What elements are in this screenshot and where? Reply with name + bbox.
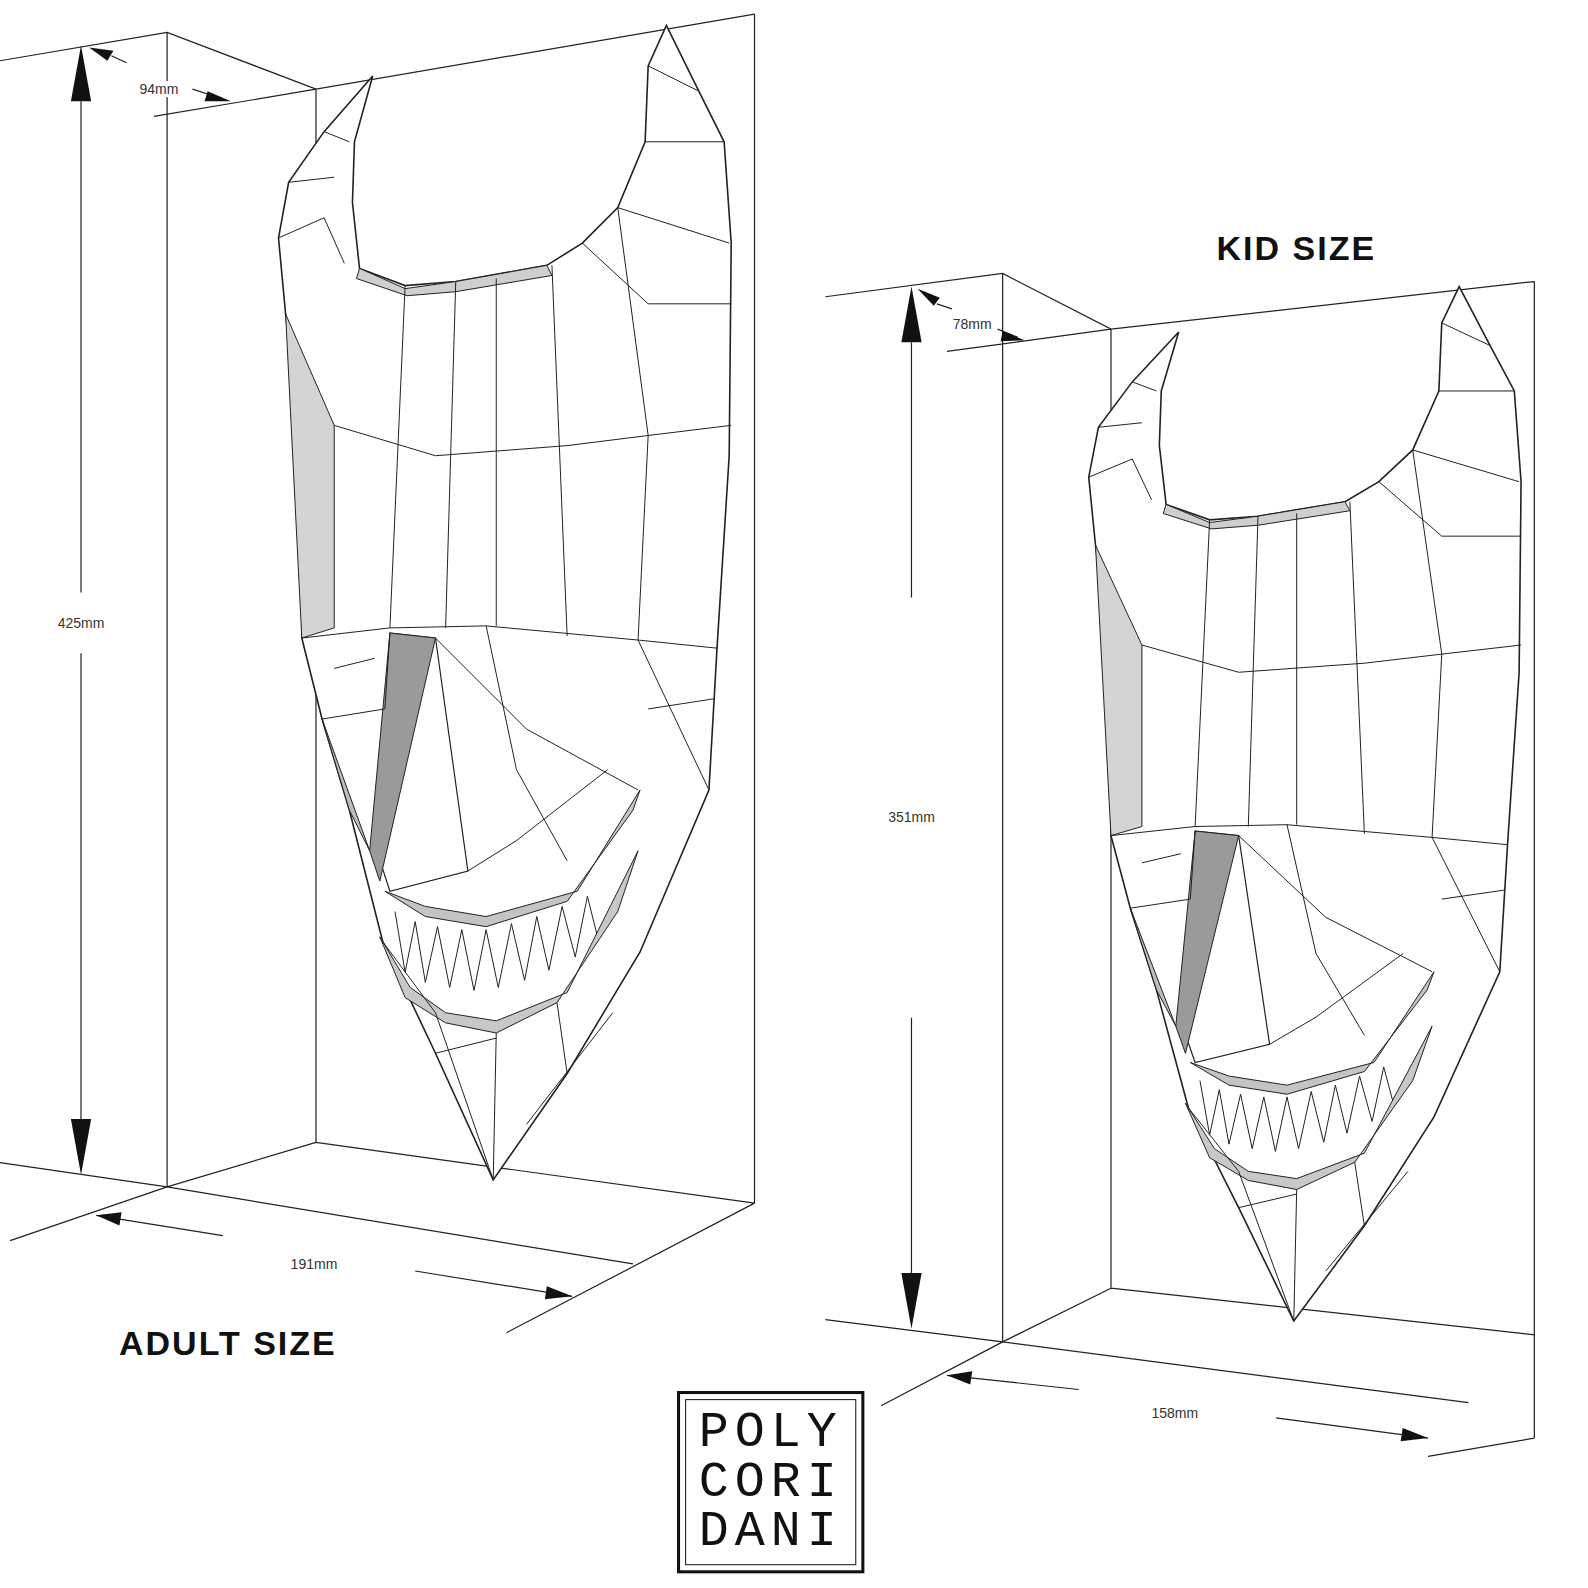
dimension-label: 191mm [289, 1256, 340, 1272]
logo-text: CORI [699, 1458, 843, 1508]
dimension-label: 158mm [1149, 1405, 1200, 1421]
logo-text: POLY [699, 1408, 843, 1458]
dimension-label: 425mm [56, 615, 107, 631]
dimension-label: 351mm [886, 809, 937, 825]
dimension-label: 94mm [138, 81, 181, 97]
size-heading: ADULT SIZE [119, 1324, 337, 1363]
size-heading: KID SIZE [1217, 229, 1377, 268]
logo-text: DANI [699, 1507, 843, 1557]
dimension-label: 78mm [951, 316, 994, 332]
